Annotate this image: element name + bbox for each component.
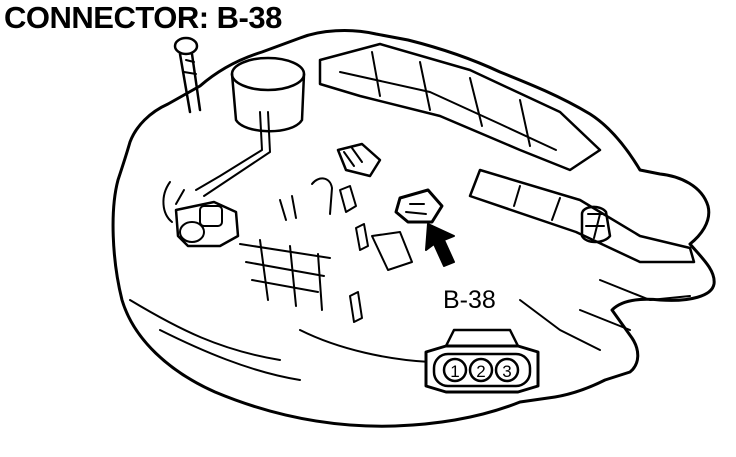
connector-pin-3-label: 3 [502, 362, 511, 381]
connector-pin-2-label: 2 [476, 362, 485, 381]
dipstick-handle [173, 36, 199, 56]
connector-pin-2 [468, 357, 494, 383]
intake-manifold [318, 42, 602, 172]
fuel-rail [468, 168, 696, 264]
b38-connector-body [394, 188, 444, 224]
connector-pin-1 [442, 357, 468, 383]
connector-callout-label: B-38 [443, 286, 496, 314]
page-title: CONNECTOR: B-38 [4, 0, 282, 35]
connector-latch-outline [444, 328, 520, 347]
dipstick-tube [178, 52, 202, 114]
connector-pin-3 [494, 357, 520, 383]
pointer-arrow [425, 223, 455, 267]
engine-outline [111, 29, 716, 428]
top-sensor [336, 142, 382, 178]
left-sensor [174, 200, 240, 248]
connector-pin-1-label: 1 [450, 362, 459, 381]
right-sensor [580, 205, 612, 244]
